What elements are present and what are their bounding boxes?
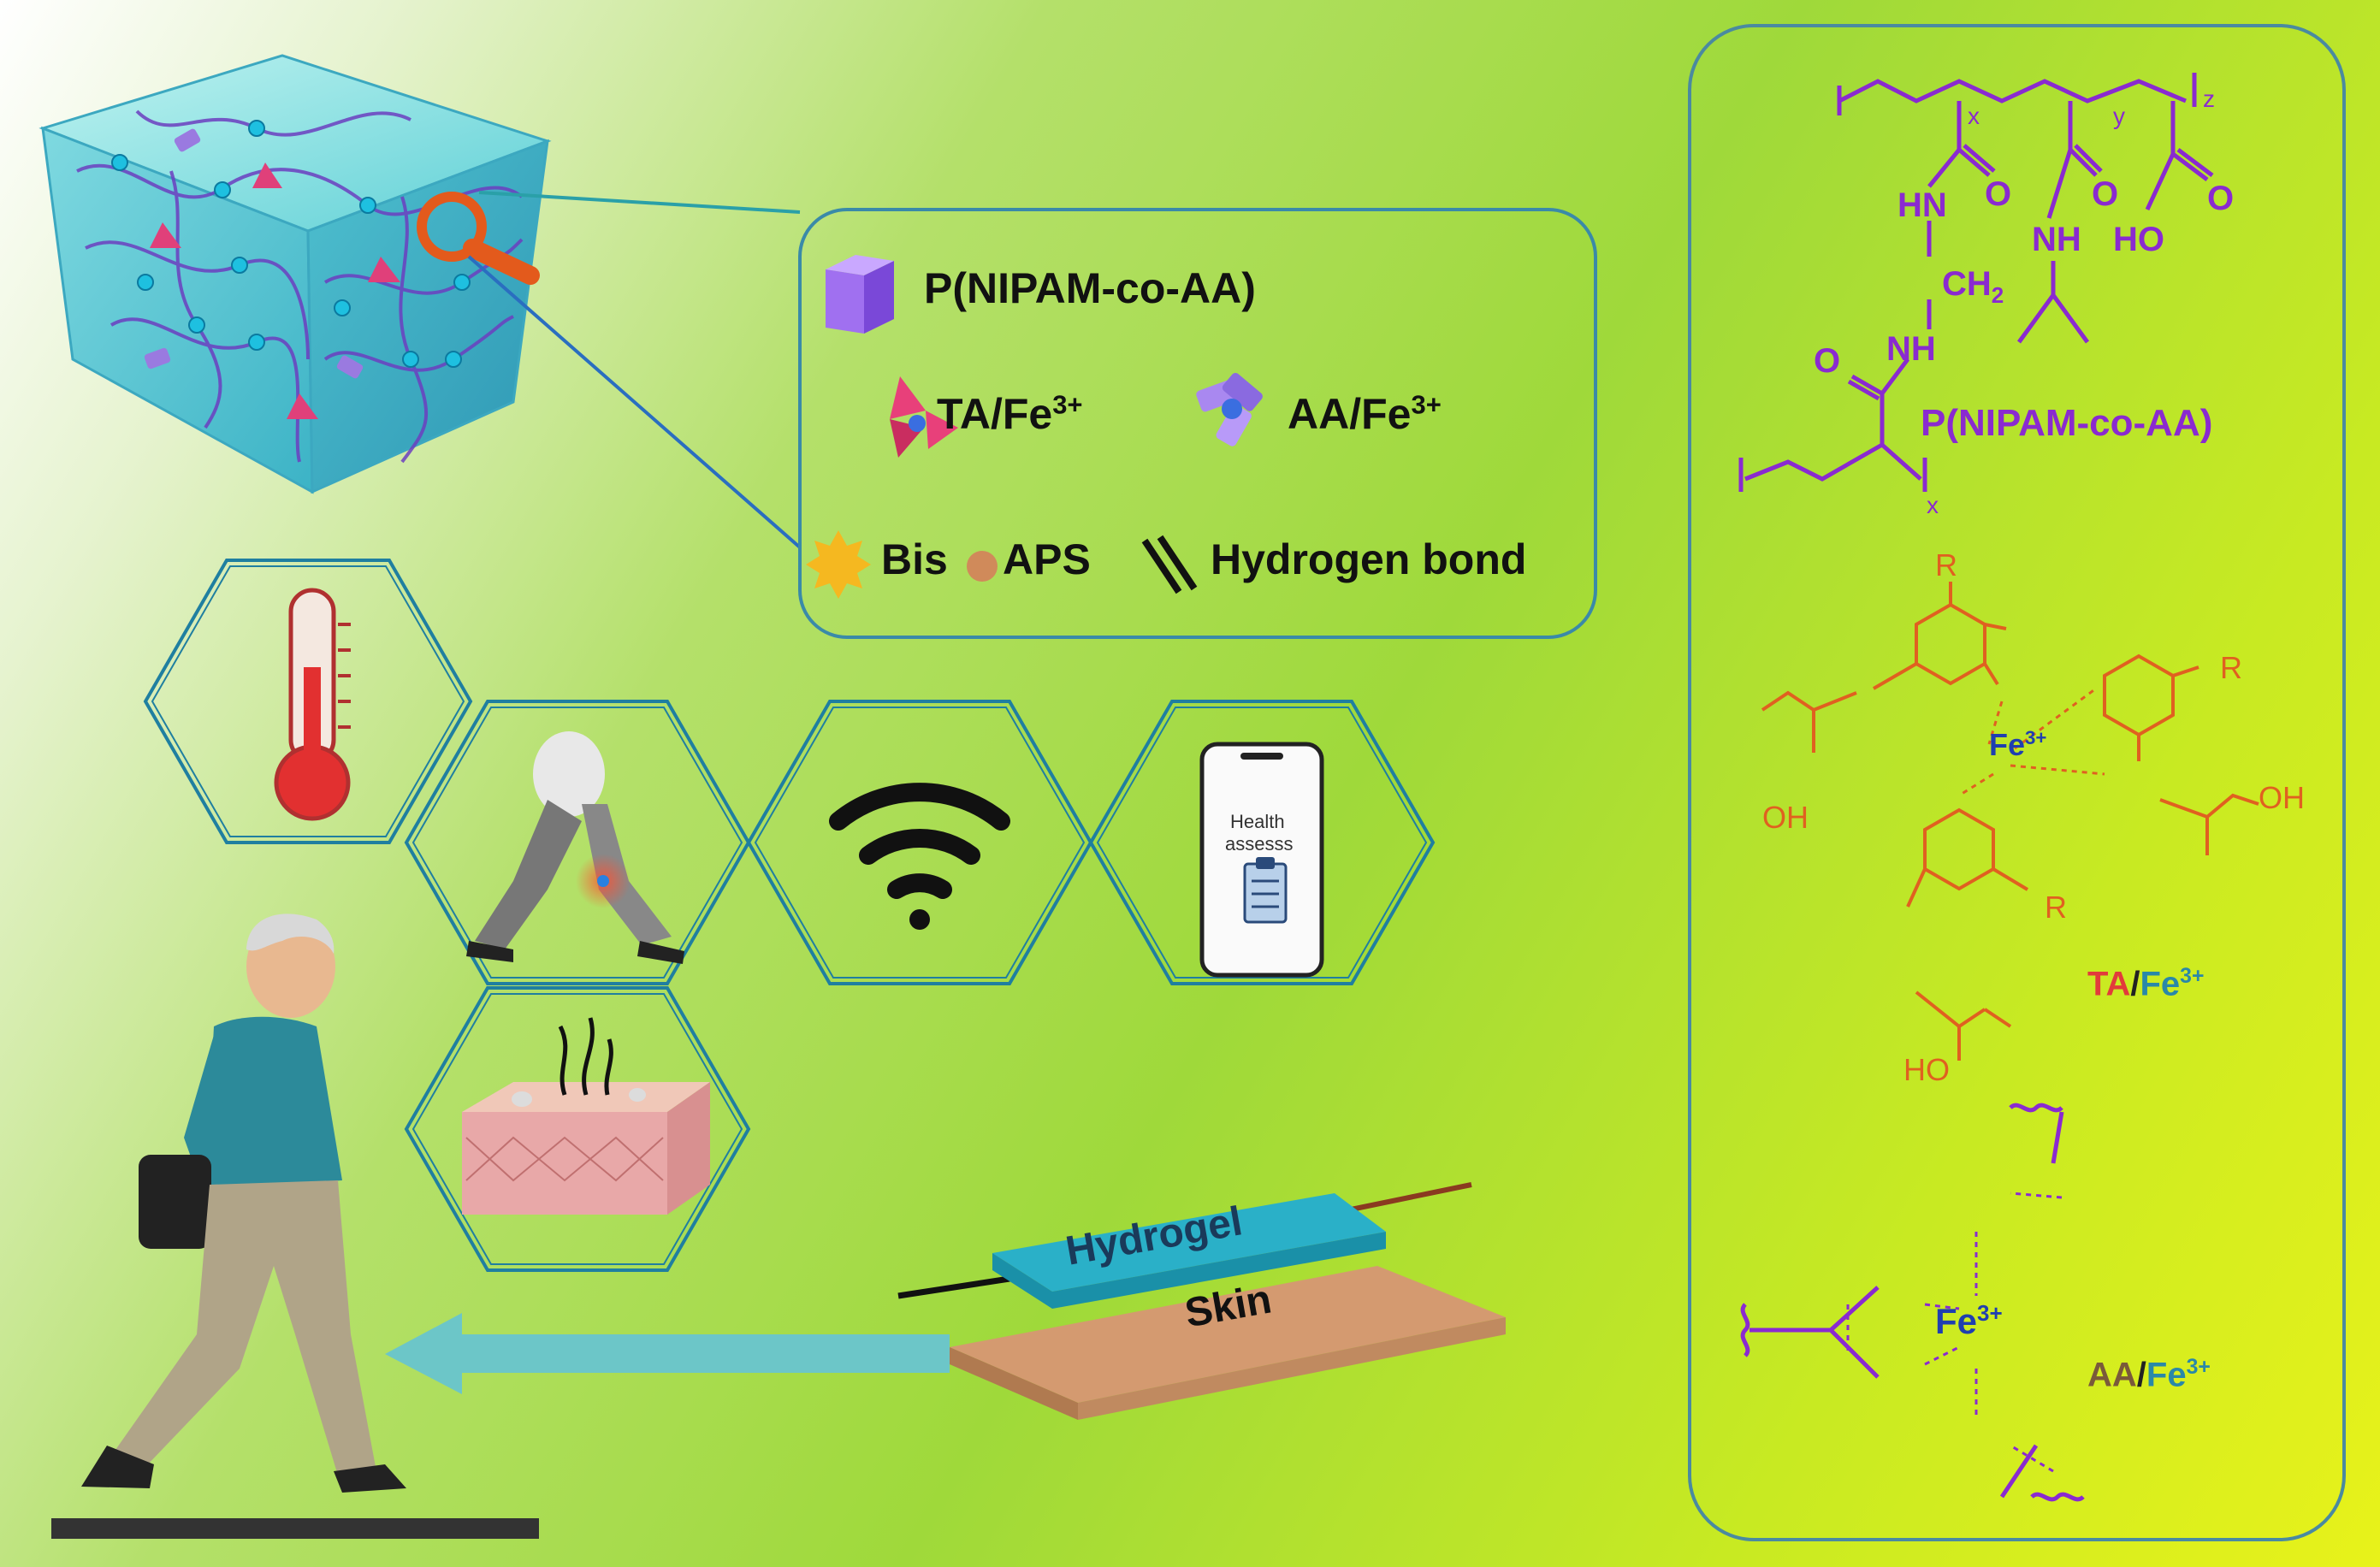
ta-fe-center-main: Fe [1989, 727, 2026, 762]
elderly-man-illustration [51, 914, 539, 1539]
atom-oh2: OH [2259, 780, 2305, 815]
aa-fe-coordination-bonds [1846, 1192, 2063, 1473]
thermometer-icon [274, 588, 351, 821]
subscript-z: z [2203, 86, 2215, 112]
atom-r1: R [1935, 547, 1957, 582]
atom-ho2: HO [1903, 1052, 1950, 1087]
subscript-x2: x [1927, 492, 1939, 518]
zoom-line-bottom [467, 255, 802, 549]
subscript-x: x [1968, 103, 1980, 129]
ta-fe-structure-label: TA/Fe3+ [2087, 965, 2204, 1003]
legend-aa-fe-prefix: AA/Fe [1288, 390, 1412, 438]
legend-bis-label: Bis [881, 535, 948, 583]
legend-ta-fe-sup: 3+ [1052, 389, 1083, 420]
aa-fe-center-sup: 3+ [1977, 1300, 2003, 1326]
aa-fe-icon [1196, 372, 1263, 446]
walking-legs-icon [466, 731, 684, 964]
aa-fe-label-slash: / [2136, 1356, 2146, 1394]
atom-o1: O [1985, 175, 2012, 213]
atom-r2: R [2220, 650, 2242, 685]
hexagon-grid [143, 559, 1436, 1272]
legend-box [798, 208, 1597, 639]
atom-oh1: OH [1762, 800, 1809, 835]
skin-tissue-icon [462, 1017, 710, 1215]
structures-panel [1688, 24, 2346, 1541]
atom-ch2-main: CH [1942, 265, 1992, 303]
zoom-line-top [478, 191, 801, 214]
aa-fe-label-b: Fe [2146, 1356, 2187, 1394]
legend-ta-fe-prefix: TA/Fe [937, 390, 1053, 438]
subscript-y: y [2113, 103, 2125, 129]
phone-line1: Health [1230, 811, 1285, 832]
ta-fe-center: Fe3+ [1989, 727, 2046, 763]
phone-icon [1199, 742, 1324, 978]
atom-o3: O [2207, 180, 2235, 217]
legend-polymer-label: P(NIPAM-co-AA) [924, 264, 1256, 312]
aa-fe-label-a: AA [2087, 1356, 2137, 1394]
atom-nh1: NH [2032, 221, 2081, 258]
flow-arrow [385, 1313, 950, 1394]
atom-ch2-sub: 2 [1991, 282, 2004, 308]
atom-r3: R [2045, 890, 2067, 925]
atom-o2: O [2092, 175, 2119, 213]
bis-star-icon [806, 530, 871, 599]
aa-fe-center: Fe3+ [1935, 1300, 2003, 1342]
atom-o4: O [1814, 342, 1841, 380]
ta-fe-coordination-bonds [1958, 687, 2105, 797]
atom-hn: HN [1897, 186, 1947, 224]
ta-fe-structure [1761, 582, 2259, 1061]
ta-fe-label-b: Fe [2140, 965, 2181, 1003]
atom-nh2: NH [1886, 330, 1936, 368]
legend-aps-label: APS [1003, 535, 1091, 583]
purple-cube-icon [826, 255, 894, 334]
legend-aa-fe-label: AA/Fe3+ [1288, 389, 1442, 439]
pnipam-structure-label: P(NIPAM-co-AA) [1921, 402, 2213, 444]
hydrogel-cube [38, 54, 552, 494]
aa-fe-structure [1740, 1103, 2085, 1502]
aa-fe-center-main: Fe [1935, 1301, 1978, 1341]
legend-hbond-label: Hydrogen bond [1211, 535, 1527, 583]
ta-fe-label-sup: 3+ [2180, 965, 2205, 988]
legend-ta-fe-label: TA/Fe3+ [937, 389, 1083, 439]
ta-fe-label-a: TA [2087, 965, 2131, 1003]
phone-line2: assesss [1225, 833, 1294, 854]
wifi-icon [829, 783, 1010, 930]
atom-ch2: CH2 [1942, 265, 2004, 309]
atom-ho: HO [2113, 221, 2164, 258]
ta-fe-center-sup: 3+ [2025, 727, 2047, 748]
legend-aa-fe-sup: 3+ [1411, 389, 1442, 420]
hydrogel-skin-device [897, 1182, 1506, 1420]
hydrogen-bond-icon [1141, 535, 1198, 594]
aa-fe-label-sup: 3+ [2186, 1356, 2211, 1379]
ta-fe-label-slash: / [2130, 965, 2140, 1003]
pnipam-structure [1738, 73, 2214, 492]
aa-fe-structure-label: AA/Fe3+ [2087, 1356, 2211, 1394]
ta-fe-icon [890, 376, 958, 458]
aps-dot-icon [967, 551, 998, 582]
